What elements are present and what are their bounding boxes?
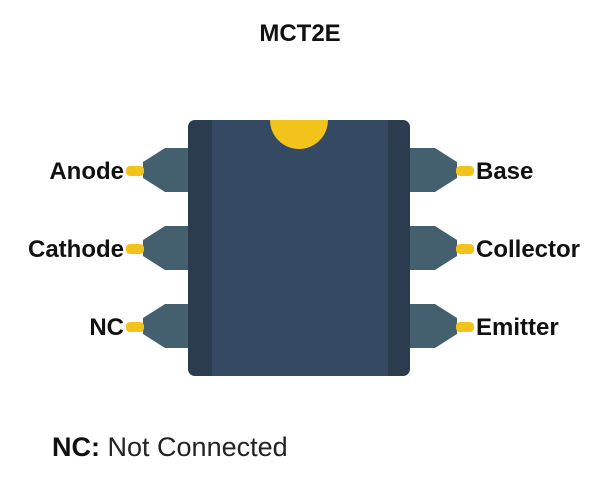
pin-label-collector: Collector	[476, 236, 581, 263]
right-pin-3	[410, 304, 474, 348]
pin-label-base: Base	[476, 158, 534, 185]
pin-label-anode: Anode	[49, 158, 124, 185]
pin-label-emitter: Emitter	[476, 314, 559, 341]
chip-title: MCT2E	[259, 20, 341, 47]
legend-term: NC:	[52, 432, 100, 462]
left-pin-1	[126, 148, 190, 192]
legend-definition: Not Connected	[107, 432, 288, 462]
pin-label-nc: NC	[89, 314, 124, 341]
chip-body-face	[212, 120, 388, 376]
right-pin-2	[410, 226, 474, 270]
pin-label-cathode: Cathode	[28, 236, 124, 263]
right-pin-1	[410, 148, 474, 192]
left-pin-2	[126, 226, 190, 270]
legend: NC: Not Connected	[52, 432, 288, 463]
left-pin-3	[126, 304, 190, 348]
chip-notch	[270, 120, 328, 149]
